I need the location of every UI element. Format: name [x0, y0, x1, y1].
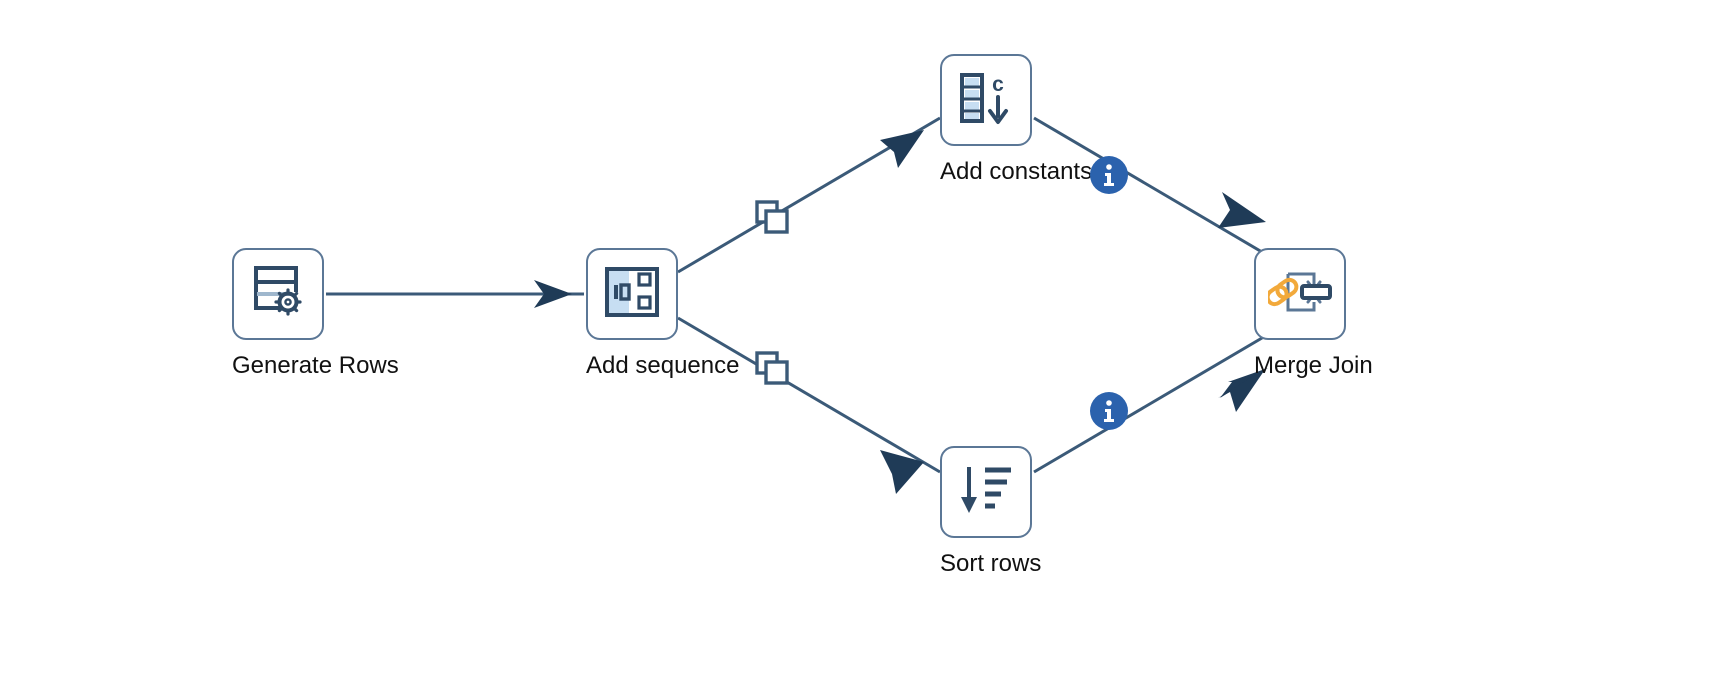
connection-add-sequence-to-add-constants[interactable]	[677, 116, 941, 274]
info-icon	[1090, 156, 1128, 194]
column-c-arrow-icon: c	[956, 69, 1016, 132]
document-gear-icon	[248, 262, 308, 327]
copy-hop-icon-upper[interactable]	[752, 197, 792, 237]
connection-sort-rows-to-merge-join[interactable]	[1033, 316, 1297, 474]
copy-hop-icon-lower[interactable]	[752, 348, 792, 388]
arrowhead-icon	[880, 130, 924, 168]
sort-descending-icon	[957, 463, 1015, 522]
connection-add-sequence-to-sort-rows[interactable]	[677, 316, 941, 494]
node-merge-join[interactable]	[1254, 248, 1346, 340]
node-add-constants[interactable]: c	[940, 54, 1032, 146]
node-label-sort-rows: Sort rows	[940, 550, 1042, 577]
node-sort-rows[interactable]	[940, 446, 1032, 538]
node-label-add-sequence: Add sequence	[586, 352, 740, 379]
chain-link-merge-icon	[1265, 264, 1332, 325]
node-label-add-constants: Add constants	[940, 158, 1093, 185]
info-icon	[1090, 392, 1128, 430]
connection-add-constants-to-merge-join[interactable]	[1033, 116, 1297, 274]
arrowhead-icon	[1218, 368, 1266, 412]
svg-text:c: c	[992, 73, 1004, 96]
info-badge-upper[interactable]	[1090, 156, 1128, 194]
connection-generate-rows-to-add-sequence[interactable]	[326, 280, 584, 308]
node-label-generate-rows: Generate Rows	[232, 352, 399, 379]
node-add-sequence[interactable]	[586, 248, 678, 340]
arrowhead-icon	[534, 280, 572, 308]
node-label-merge-join: Merge Join	[1254, 352, 1373, 379]
node-generate-rows[interactable]	[232, 248, 324, 340]
arrowhead-icon	[1218, 192, 1266, 228]
arrowhead-icon	[880, 450, 924, 494]
sequence-10-icon	[603, 263, 661, 326]
info-badge-lower[interactable]	[1090, 392, 1128, 430]
